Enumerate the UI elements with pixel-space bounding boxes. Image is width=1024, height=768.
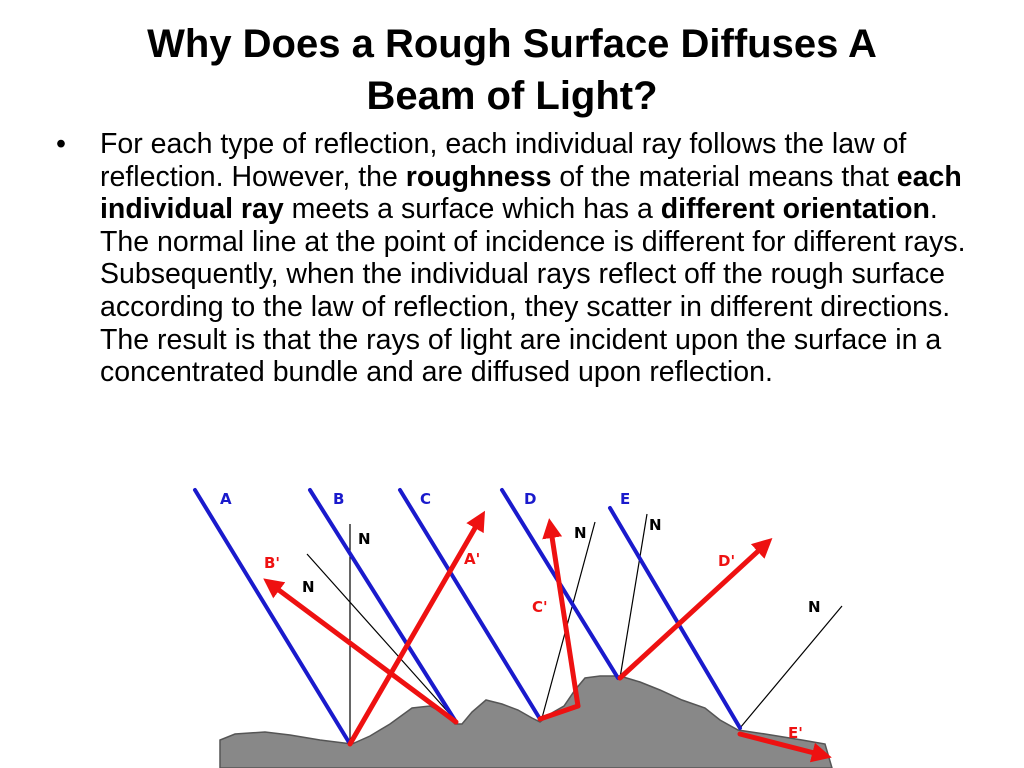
- text-run-4: . The normal line at the point of incide…: [100, 193, 966, 389]
- bold-different-orientation: different orientation: [660, 193, 930, 226]
- label-b: B: [333, 490, 344, 508]
- label-n-1: N: [358, 530, 371, 548]
- text-run-1: For each type of reflection, each indivi…: [100, 128, 907, 193]
- bullet-text: For each type of reflection, each indivi…: [100, 128, 966, 389]
- normal-lines: [306, 513, 843, 745]
- text-run-2: of the material means that: [551, 160, 897, 193]
- incident-rays: [193, 488, 742, 746]
- reflected-ray-e: [737, 731, 832, 763]
- bold-each-individual-ray: each individual ray: [100, 160, 962, 226]
- reflected-labels: A' B' C' D' E': [264, 550, 803, 742]
- reflected-ray-b: [263, 578, 459, 725]
- incident-ray-e: [608, 506, 742, 730]
- reflected-ray-c1: [537, 703, 581, 722]
- rough-surface: [219, 675, 833, 768]
- label-n-5: N: [808, 598, 821, 616]
- bullet-symbol: •: [56, 128, 66, 160]
- slide-body: • For each type of reflection, each indi…: [56, 128, 966, 389]
- incident-ray-c: [398, 488, 542, 721]
- reflected-ray-d: [617, 537, 773, 681]
- reflected-ray-c2: [542, 518, 581, 709]
- incident-ray-a: [193, 488, 352, 746]
- slide-title: Why Does a Rough Surface Diffuses A Beam…: [40, 18, 984, 122]
- reflected-rays: [263, 510, 832, 763]
- bold-roughness: roughness: [405, 160, 552, 193]
- incident-labels: A B C D E: [220, 490, 630, 508]
- bullet-item: • For each type of reflection, each indi…: [56, 128, 966, 389]
- diffuse-reflection-diagram: A B C D E A' B' C' D' E' N N N N N: [193, 488, 843, 768]
- label-e: E: [620, 490, 630, 508]
- label-b-prime: B': [264, 554, 280, 572]
- normal-line-d: [619, 513, 648, 679]
- title-line-2: Beam of Light?: [366, 74, 658, 118]
- incident-ray-b: [308, 488, 458, 724]
- normal-line-c: [541, 521, 596, 719]
- normal-line-b: [306, 553, 458, 723]
- label-a-prime: A': [464, 550, 480, 568]
- label-d: D: [524, 490, 536, 508]
- label-a: A: [220, 490, 232, 508]
- label-c: C: [420, 490, 431, 508]
- title-line-1: Why Does a Rough Surface Diffuses A: [147, 22, 877, 66]
- label-d-prime: D': [718, 552, 735, 570]
- normal-line-e: [739, 605, 843, 729]
- reflected-ray-a: [347, 510, 486, 747]
- normal-labels: N N N N N: [302, 516, 821, 616]
- label-n-3: N: [574, 524, 587, 542]
- label-n-2: N: [302, 578, 315, 596]
- label-c-prime: C': [532, 598, 548, 616]
- label-n-4: N: [649, 516, 662, 534]
- label-e-prime: E': [788, 724, 803, 742]
- text-run-3: meets a surface which has a: [283, 193, 661, 226]
